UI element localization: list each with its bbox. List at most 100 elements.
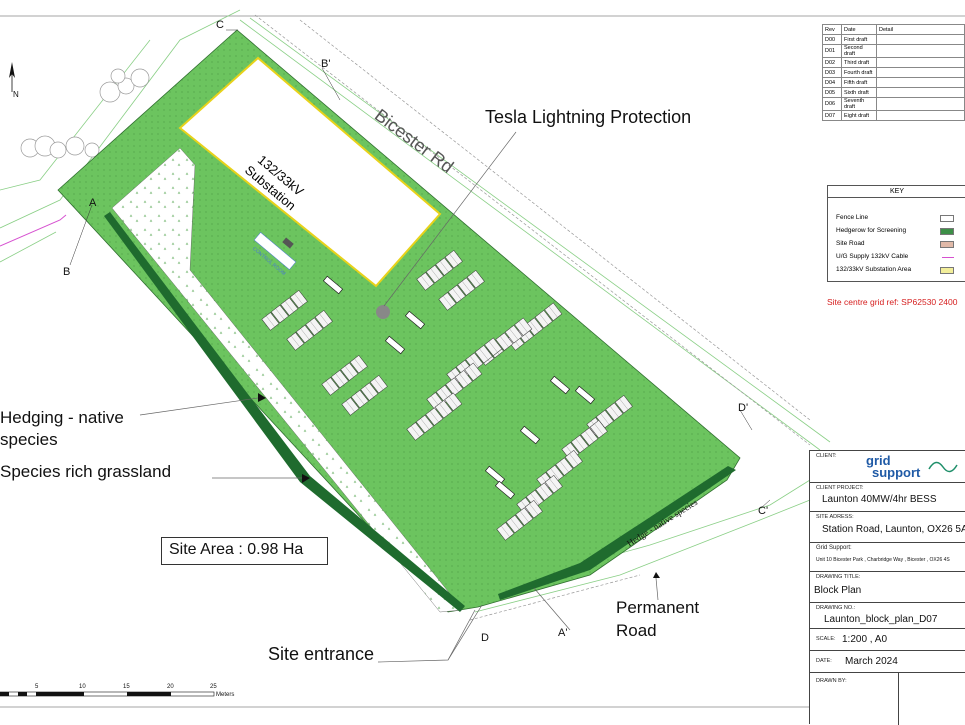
client-caption: CLIENT: — [816, 453, 837, 459]
container-divider — [449, 381, 459, 393]
container-divider — [354, 358, 364, 370]
container-divider — [479, 348, 489, 360]
container-row — [496, 499, 543, 541]
rev-cell: D05 — [822, 87, 842, 98]
trees — [20, 68, 150, 159]
transformer-unit — [519, 425, 541, 445]
project-section: CLIENT PROJECT: Launton 40MW/4hr BESS — [810, 482, 965, 511]
transformer-unit — [404, 310, 426, 330]
drawing-title-caption: DRAWING TITLE: — [816, 574, 861, 580]
field-boundary-lines — [0, 9, 831, 613]
permanent-road-label-line2: Road — [616, 621, 657, 640]
container-divider — [594, 423, 604, 435]
hedge-south — [498, 466, 736, 600]
container-divider — [284, 301, 294, 313]
logo-line1: grid — [866, 453, 891, 468]
scale-bar — [0, 691, 215, 697]
date-cell: Seventh draft — [841, 97, 877, 111]
scale-tick-10: 10 — [79, 684, 86, 690]
rev-header: Rev — [822, 24, 842, 35]
container-divider — [439, 261, 449, 273]
grid-reference: Site centre grid ref: SP62530 2400 — [827, 297, 958, 307]
date-cell: Eight draft — [841, 110, 877, 121]
transformer-unit — [574, 385, 596, 405]
site-entrance-label: Site entrance — [268, 644, 375, 664]
container-divider — [439, 403, 449, 415]
container-divider — [488, 341, 498, 353]
container-divider — [529, 503, 539, 515]
point-a-prime-label: A' — [558, 627, 568, 639]
container-divider — [468, 366, 478, 378]
key-row-site-road: Site Road — [836, 240, 958, 248]
container-divider — [584, 431, 594, 443]
key-swatch — [940, 228, 954, 235]
scale-tick-20: 20 — [167, 684, 174, 690]
container-row — [261, 289, 308, 331]
container-divider — [374, 378, 384, 390]
rev-cell: D02 — [822, 57, 842, 68]
container-divider — [265, 315, 275, 327]
container-divider — [619, 398, 629, 410]
container-divider — [448, 396, 458, 408]
hedging-label-line2: species — [0, 430, 58, 449]
map-key: KEY Fence Line Hedgerow for Screening Si… — [827, 185, 965, 282]
road-edges — [254, 14, 811, 621]
scale-caption: SCALE: — [816, 636, 836, 642]
rev-cell: D03 — [822, 67, 842, 78]
transformer-unit — [322, 275, 344, 295]
point-c-label: C — [216, 19, 224, 31]
container-divider — [452, 288, 462, 300]
detail-cell — [876, 97, 965, 111]
detail-cell — [876, 34, 965, 45]
detail-cell — [876, 110, 965, 121]
date-cell: Third draft — [841, 57, 877, 68]
grid-support-section: Grid Support: Unit 10 Bicester Park , Ch… — [810, 542, 965, 570]
drawn-by-section: DRAWN BY: — [810, 672, 965, 725]
grid-support-caption: Grid Support: — [816, 545, 852, 551]
scale-tick-5: 5 — [35, 684, 39, 690]
key-swatch — [940, 241, 954, 248]
container-divider — [510, 518, 520, 530]
key-row-substation: 132/33kV Substation Area — [836, 266, 958, 274]
site-area-box: Site Area : 0.98 Ha — [161, 537, 328, 565]
point-d-prime-label: D' — [738, 402, 749, 414]
container-divider — [530, 493, 540, 505]
key-label: 132/33kV Substation Area — [836, 266, 912, 273]
north-arrow-icon — [9, 62, 15, 92]
point-b-prime-label: B' — [321, 58, 331, 70]
container-divider — [469, 356, 479, 368]
key-label: U/G Supply 132kV Cable — [836, 253, 909, 260]
grassland-label: Species rich grassland — [0, 462, 172, 481]
permanent-road-label-line1: Permanent — [616, 598, 700, 617]
point-b-label: B — [63, 266, 71, 278]
lightning-mast — [376, 305, 390, 319]
detail-cell — [876, 57, 965, 68]
scale-section: SCALE: 1:200 , A0 — [810, 628, 965, 651]
transformer-unit — [384, 335, 406, 355]
scale-value: 1:200 , A0 — [842, 634, 888, 645]
detail-header: Detail — [876, 24, 965, 35]
date-caption: DATE: — [816, 658, 832, 664]
grassland-arrow — [302, 474, 310, 483]
client-section: CLIENT: grid support — [810, 450, 965, 481]
container-divider — [499, 336, 509, 348]
key-swatch — [940, 215, 954, 222]
transformer-unit — [549, 375, 571, 395]
hedge-west — [104, 212, 465, 612]
drawn-by-caption: DRAWN BY: — [816, 678, 847, 684]
container-divider — [459, 373, 469, 385]
container-divider — [300, 328, 310, 340]
container-divider — [519, 511, 529, 523]
container-divider — [410, 425, 420, 437]
tesla-label: Tesla Lightning Protection — [485, 107, 692, 127]
container-divider — [420, 275, 430, 287]
date-cell: First draft — [841, 34, 877, 45]
container-row — [286, 309, 333, 351]
date-cell: Sixth draft — [841, 87, 877, 98]
rev-cell: D06 — [822, 97, 842, 111]
